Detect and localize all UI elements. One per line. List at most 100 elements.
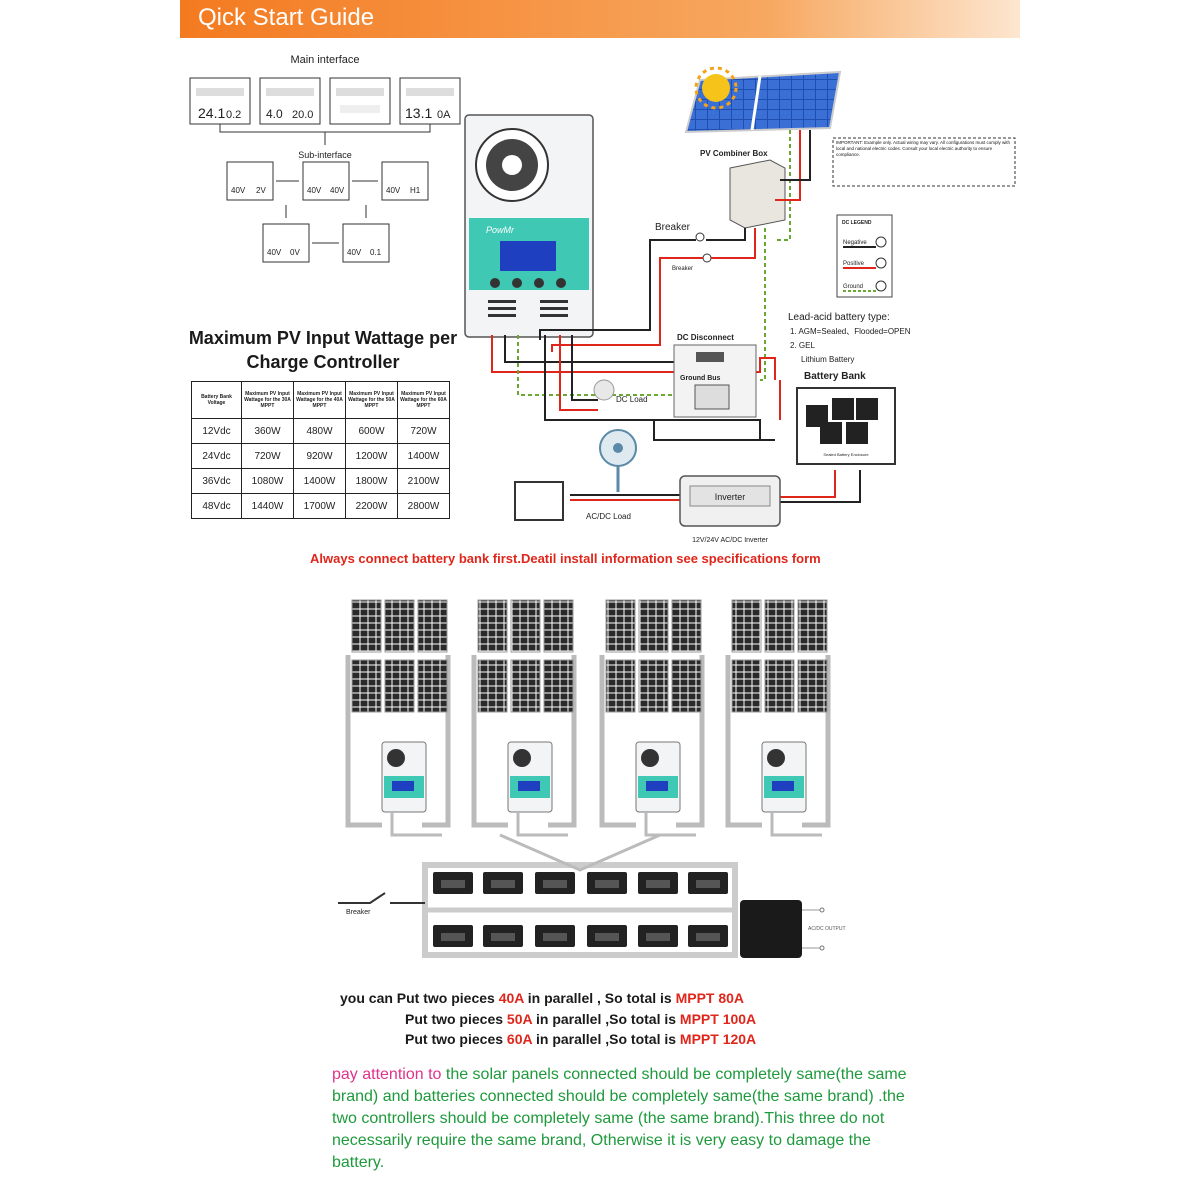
solar-panel (797, 599, 828, 653)
tv-icon (514, 481, 564, 521)
solar-panel (351, 599, 382, 653)
sun-icon (702, 74, 730, 102)
controller-lcd (392, 781, 414, 791)
wattage-table: Battery Bank Voltage Maximum PV Input Wa… (191, 381, 450, 519)
table-cell: 1080W (241, 468, 294, 494)
bulb-icon (593, 379, 615, 401)
fan-load-icon (599, 429, 637, 492)
solar-panel (638, 599, 669, 653)
attention-note: pay attention to the solar panels connec… (332, 1064, 912, 1174)
svg-text:Inverter: Inverter (715, 492, 746, 502)
svg-text:40V: 40V (307, 186, 322, 195)
ground-bus-label: Ground Bus (680, 375, 721, 382)
battery-bank: Sealed Battery Enclosure (796, 387, 896, 465)
inverter: Inverter (679, 475, 781, 527)
lcd-screen: 40V H1 (381, 161, 429, 201)
solar-panel (731, 659, 762, 713)
svg-text:0V: 0V (290, 248, 300, 257)
table-header-row: Battery Bank Voltage Maximum PV Input Wa… (191, 381, 450, 419)
table-cell: 2800W (397, 493, 450, 519)
screen-value-left: 4.0 (266, 107, 283, 121)
main-interface-label: Main interface (290, 54, 359, 66)
screen-value-right: 0.2 (226, 109, 241, 121)
screen-value-left: 24.1 (198, 105, 225, 121)
lcd-screen: 40V 0.1 (342, 223, 390, 263)
battery-frame (422, 862, 738, 958)
table-cell: 720W (397, 418, 450, 444)
lcd-screen: 40V 0V (262, 223, 310, 263)
wattage-table-title: Maximum PV Input Wattage per Charge Cont… (188, 328, 458, 372)
fan-icon (387, 749, 405, 767)
svg-text:2V: 2V (256, 186, 266, 195)
page-title: Qick Start Guide (198, 4, 375, 31)
svg-text:40V: 40V (231, 186, 246, 195)
table-row: 24Vdc 720W 920W 1200W 1400W (191, 443, 450, 469)
table-cell: 1440W (241, 493, 294, 519)
fan-icon (767, 749, 785, 767)
solar-panel (477, 659, 508, 713)
parallel-line-1: you can Put two pieces 40A in parallel ,… (340, 990, 745, 1006)
svg-text:40V: 40V (267, 248, 282, 257)
lcd-screen: 24.1 0.2 (189, 77, 251, 125)
solar-panel (384, 659, 415, 713)
solar-panel (671, 599, 702, 653)
table-cell: 1400W (293, 468, 346, 494)
screen-value-left: 13.1 (405, 105, 432, 121)
solar-panel (605, 659, 636, 713)
fan-icon (513, 749, 531, 767)
solar-panel (510, 599, 541, 653)
table-row: 12Vdc 360W 480W 600W 720W (191, 418, 450, 444)
parallel-line-3: Put two pieces 60A in parallel ,So total… (405, 1031, 757, 1047)
dc-disconnect-label: DC Disconnect (677, 333, 734, 342)
svg-text:40V: 40V (330, 186, 345, 195)
note-lead: pay attention to (332, 1066, 442, 1083)
solar-panel (671, 659, 702, 713)
table-cell: 480W (293, 418, 346, 444)
table-row: 48Vdc 1440W 1700W 2200W 2800W (191, 493, 450, 519)
solar-panel (417, 599, 448, 653)
parallel-line-2: Put two pieces 50A in parallel ,So total… (405, 1011, 757, 1027)
ac-output-label: AC/DC OUTPUT (808, 926, 846, 932)
svg-text:Negative: Negative (843, 240, 867, 246)
table-cell: 2100W (397, 468, 450, 494)
svg-text:1. AGM=Sealed、Flooded=OPEN: 1. AGM=Sealed、Flooded=OPEN (790, 327, 911, 336)
controller-brand: PowMr (486, 225, 515, 235)
important-box (832, 137, 1016, 187)
table-cell: 1800W (345, 468, 398, 494)
table-cell: 920W (293, 443, 346, 469)
table-cell: 24Vdc (191, 443, 242, 469)
table-row: 36Vdc 1080W 1400W 1800W 2100W (191, 468, 450, 494)
table-cell: 36Vdc (191, 468, 242, 494)
battery-bank-label: Battery Bank (804, 371, 866, 382)
dc-load-label: DC Load (616, 395, 648, 404)
battery-type-title: Lead-acid battery type: (788, 312, 890, 323)
table-header: Maximum PV Input Wattage for the 30A MPP… (241, 381, 294, 419)
table-cell: 1700W (293, 493, 346, 519)
solar-panel (764, 599, 795, 653)
ac-dc-load-label: AC/DC Load (586, 512, 631, 521)
svg-text:DC LEGEND: DC LEGEND (842, 220, 872, 226)
breaker-small-label: Breaker (672, 266, 693, 272)
charge-controller: PowMr (464, 114, 594, 338)
solar-panel (764, 659, 795, 713)
solar-panel-array (684, 66, 842, 134)
inverter-box (740, 900, 802, 958)
table-cell: 600W (345, 418, 398, 444)
solar-panel (543, 599, 574, 653)
dc-legend: DC LEGEND Negative Positive Ground (836, 214, 893, 298)
svg-text:Lithium Battery: Lithium Battery (801, 355, 854, 364)
inverter-caption: 12V/24V AC/DC Inverter (692, 537, 769, 544)
svg-text:Positive: Positive (843, 261, 865, 267)
sub-interface-label: Sub-interface (298, 150, 352, 160)
solar-panel (477, 599, 508, 653)
table-header: Maximum PV Input Wattage for the 50A MPP… (345, 381, 398, 419)
solar-panel (731, 599, 762, 653)
solar-panel (384, 599, 415, 653)
svg-text:40V: 40V (386, 186, 401, 195)
sub-screens: 40V 2V 40V 40V 40V H1 40V 0V 40V 0.1 (226, 161, 429, 263)
note-body: the solar panels connected should be com… (332, 1066, 907, 1171)
svg-text:2. GEL: 2. GEL (790, 341, 815, 350)
table-header: Battery Bank Voltage (191, 381, 242, 419)
table-cell: 360W (241, 418, 294, 444)
header-bar (180, 0, 1020, 38)
